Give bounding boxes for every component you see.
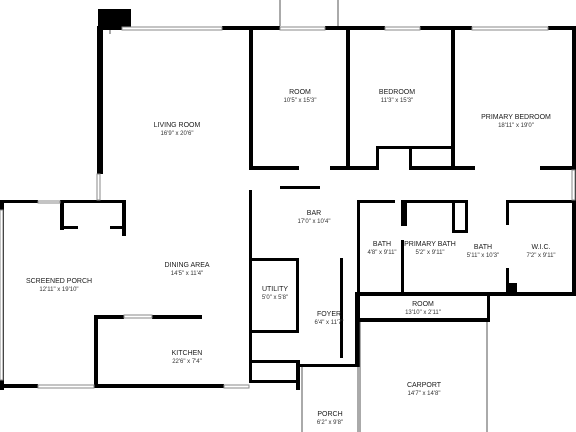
wic-dims: 7'2" x 9'11" bbox=[526, 253, 555, 259]
utility-dims: 5'0" x 5'8" bbox=[262, 295, 288, 301]
carport-label: CARPORT bbox=[407, 382, 442, 389]
screened-porch-dims: 12'11" x 19'10" bbox=[39, 287, 78, 293]
bar-dims: 17'0" x 10'4" bbox=[298, 219, 331, 225]
porch-dims: 6'2" x 9'8" bbox=[317, 420, 343, 426]
porch-label: PORCH bbox=[317, 411, 342, 418]
living-room-dims: 16'9" x 20'6" bbox=[161, 131, 194, 137]
bath-2-dims: 5'11" x 10'3" bbox=[467, 253, 499, 259]
kitchen-dims: 22'6" x 7'4" bbox=[172, 359, 202, 365]
room-labels: LIVING ROOM 16'9" x 20'6" ROOM 10'5" x 1… bbox=[26, 89, 556, 426]
room-label: ROOM bbox=[289, 89, 311, 96]
dining-area-label: DINING AREA bbox=[164, 262, 209, 269]
carport-dims: 14'7" x 14'8" bbox=[408, 391, 441, 397]
screened-porch-label: SCREENED PORCH bbox=[26, 278, 92, 285]
bath-2-label: BATH bbox=[474, 244, 492, 251]
thin-lines bbox=[109, 0, 488, 432]
bedroom-dims: 11'3" x 15'3" bbox=[381, 98, 413, 104]
bath-1-dims: 4'8" x 9'11" bbox=[367, 250, 396, 256]
primary-bath-dims: 5'2" x 9'11" bbox=[415, 250, 444, 256]
kitchen-label: KITCHEN bbox=[172, 350, 203, 357]
foyer-label: FOYER bbox=[317, 311, 341, 318]
primary-bedroom-dims: 18'11" x 19'0" bbox=[498, 123, 534, 129]
utility-label: UTILITY bbox=[262, 286, 288, 293]
dining-area-dims: 14'5" x 11'4" bbox=[171, 271, 203, 277]
bedroom-label: BEDROOM bbox=[379, 89, 415, 96]
bath-1-label: BATH bbox=[373, 241, 391, 248]
bar-label: BAR bbox=[307, 210, 321, 217]
wic-label: W.I.C. bbox=[531, 244, 550, 251]
room-2-label: ROOM bbox=[412, 301, 434, 308]
living-room-label: LIVING ROOM bbox=[154, 122, 201, 129]
primary-bedroom-label: PRIMARY BEDROOM bbox=[481, 114, 551, 121]
room-dims: 10'5" x 15'3" bbox=[284, 98, 317, 104]
walls bbox=[0, 9, 576, 390]
primary-bath-label: PRIMARY BATH bbox=[404, 241, 456, 248]
foyer-dims: 6'4" x 11'7" bbox=[314, 320, 343, 326]
room-2-dims: 13'10" x 2'11" bbox=[405, 310, 441, 316]
fireplace bbox=[98, 9, 131, 30]
windows bbox=[0, 26, 576, 389]
